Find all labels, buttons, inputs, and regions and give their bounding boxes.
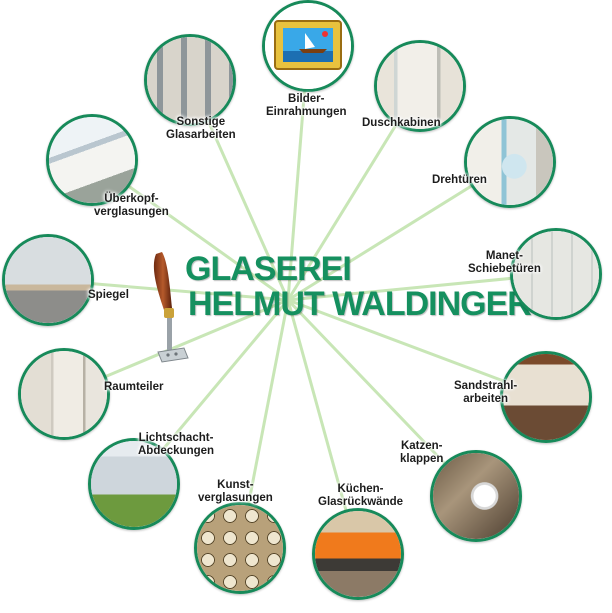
- category-photo-duschkabinen[interactable]: [374, 40, 466, 132]
- category-photo-ueberkopfverglasungen[interactable]: [46, 114, 138, 206]
- raumteiler-photo: [21, 351, 107, 437]
- category-photo-katzenklappen[interactable]: [430, 450, 522, 542]
- category-photo-bilder-einrahmungen[interactable]: [262, 0, 354, 92]
- category-photo-spiegel[interactable]: [2, 234, 94, 326]
- category-photo-raumteiler[interactable]: [18, 348, 110, 440]
- kunstverglasungen-photo: [197, 505, 283, 591]
- category-label-drehtueren[interactable]: Drehtüren: [432, 174, 487, 186]
- lichtschacht-abdeckungen-photo: [91, 441, 177, 527]
- category-label-manet-schiebetueren[interactable]: Manet- Schiebetüren: [468, 250, 541, 275]
- category-label-bilder-einrahmungen[interactable]: Bilder- Einrahmungen: [266, 93, 347, 118]
- drehtueren-photo: [467, 119, 553, 205]
- kuechen-glasrueckwaende-photo: [315, 511, 401, 597]
- ueberkopfverglasungen-photo: [49, 117, 135, 203]
- category-photo-sandstrahlarbeiten[interactable]: [500, 351, 592, 443]
- picture-frame-icon: [274, 20, 342, 70]
- category-label-ueberkopfverglasungen[interactable]: Überkopf- verglasungen: [94, 193, 169, 218]
- duschkabinen-photo: [377, 43, 463, 129]
- category-photo-lichtschacht-abdeckungen[interactable]: [88, 438, 180, 530]
- katzenklappen-photo: [433, 453, 519, 539]
- category-label-sonstige-glasarbeiten[interactable]: Sonstige Glasarbeiten: [166, 116, 236, 141]
- glazing-tool-icon: [153, 252, 189, 363]
- category-label-spiegel[interactable]: Spiegel: [88, 289, 129, 301]
- category-label-kuechen-glasrueckwaende[interactable]: Küchen- Glasrückwände: [318, 483, 404, 508]
- sandstrahlarbeiten-photo: [503, 354, 589, 440]
- category-photo-drehtueren[interactable]: [464, 116, 556, 208]
- category-label-katzenklappen[interactable]: Katzen- klappen: [400, 440, 444, 465]
- category-photo-sonstige-glasarbeiten[interactable]: [144, 34, 236, 126]
- category-label-duschkabinen[interactable]: Duschkabinen: [362, 117, 441, 129]
- category-photo-kunstverglasungen[interactable]: [194, 502, 286, 594]
- company-title-line2: HELMUT WALDINGER: [188, 285, 532, 323]
- category-label-raumteiler[interactable]: Raumteiler: [104, 381, 164, 393]
- category-label-lichtschacht-abdeckungen[interactable]: Lichtschacht- Abdeckungen: [138, 432, 215, 457]
- manet-schiebetueren-photo: [513, 231, 599, 317]
- sonstige-glasarbeiten-photo: [147, 37, 233, 123]
- spiegel-photo: [5, 237, 91, 323]
- category-photo-kuechen-glasrueckwaende[interactable]: [312, 508, 404, 600]
- category-label-sandstrahlarbeiten[interactable]: Sandstrahl- arbeiten: [454, 380, 518, 405]
- company-title-line1: GLASEREI: [185, 250, 352, 288]
- category-photo-manet-schiebetueren[interactable]: [510, 228, 602, 320]
- category-label-kunstverglasungen[interactable]: Kunst- verglasungen: [198, 479, 273, 504]
